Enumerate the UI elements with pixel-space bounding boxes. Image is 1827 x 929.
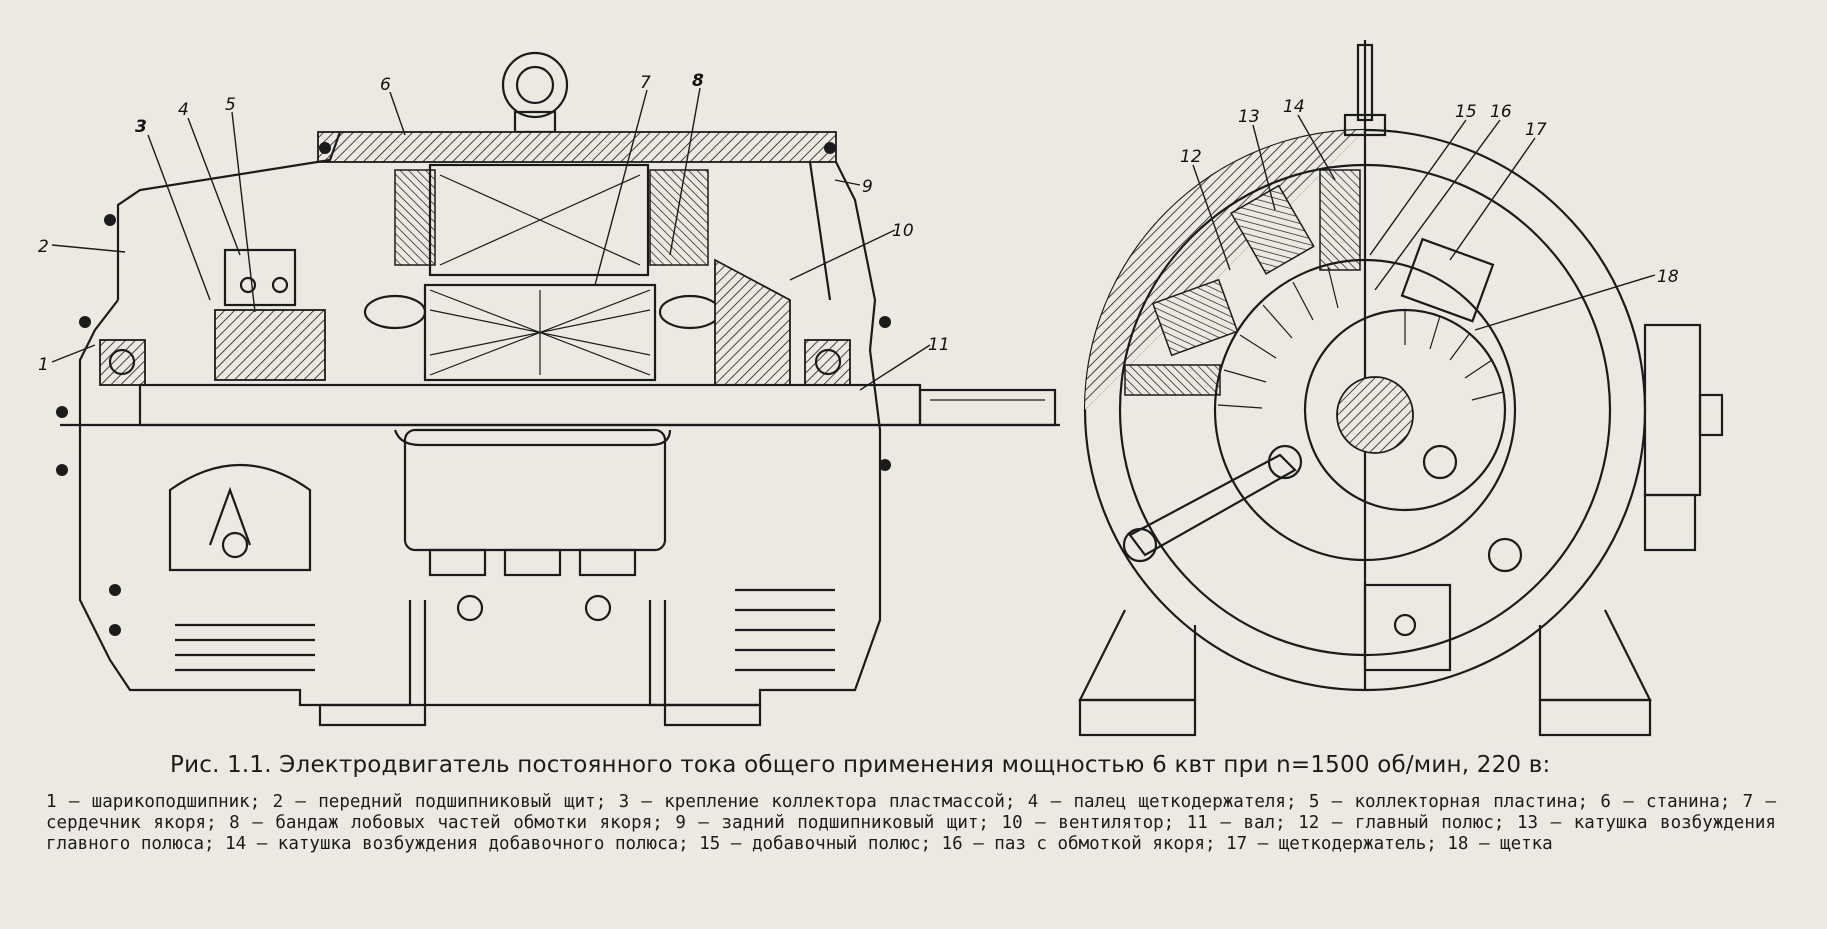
foot-left [318,600,427,727]
callout-14: 14 [1283,97,1305,117]
legend-item: 6 — станина; [1600,792,1731,812]
legend-item: 14 — катушка возбуждения добавочного пол… [225,834,689,854]
legend-item: 1 — шарикоподшипник; [46,792,261,812]
fan [714,258,791,386]
callout-4: 4 [178,100,189,120]
shaft-end [918,388,1057,427]
legend-item: 13 — катушка возбуждения главного полюса… [46,813,1776,854]
callout-3: 3 [135,117,147,137]
lifting-eye-bolt [501,51,569,134]
legend-item: 2 — передний подшипниковый щит; [272,792,607,812]
end-terminal-box [1643,493,1697,552]
callout-7: 7 [640,73,651,93]
additional-pole-coil [1319,169,1361,271]
shaft [138,383,922,427]
brush-holder-pin [223,248,297,307]
shaft-section [1336,376,1414,454]
end-foot-left [1078,609,1197,702]
callout-18: 18 [1657,267,1679,287]
bearing-shield-arm [1128,453,1297,557]
callout-13: 13 [1238,107,1260,127]
callout-17: 17 [1525,120,1547,140]
callout-1: 1 [38,355,49,375]
armature-slots [1217,262,1366,409]
winding-band-right [658,294,722,330]
end-eye-bolt [1356,43,1374,122]
main-pole-coil-b [1151,278,1239,357]
legend-item: 4 — палец щеткодержателя; [1027,792,1297,812]
legend-item: 11 — вал; [1186,813,1286,833]
frame-top-plate [317,131,837,163]
legend-item: 17 — щеткодержатель; [1226,834,1437,854]
winding-band-left [363,294,427,330]
legend-item: 8 — бандаж лобовых частей обмотки якоря; [229,813,663,833]
terminal-box-lid [393,429,672,447]
callout-15: 15 [1455,102,1477,122]
callout-12: 12 [1180,147,1202,167]
callout-5: 5 [225,95,236,115]
callout-16: 16 [1490,102,1512,122]
louvres-right [735,588,835,672]
callout-8: 8 [692,71,704,91]
commutator [214,309,326,381]
legend-item: 3 — крепление коллектора пластмассой; [618,792,1016,812]
end-view [1078,40,1724,737]
main-pole-coil-right [649,169,709,266]
legend-item: 18 — щетка [1447,834,1553,854]
brush-holder [1400,237,1495,323]
end-foot-right [1538,609,1652,702]
front-bearing [99,339,146,386]
motor-technical-drawing: 1 2 3 4 5 6 7 8 9 10 11 12 13 14 15 16 1… [38,40,1724,737]
armature-core [423,163,657,382]
legend-item: 12 — главный полюс; [1298,813,1505,833]
louvres-left [175,623,315,672]
callout-6: 6 [380,75,391,95]
callout-2: 2 [38,237,49,257]
legend-item: 10 — вентилятор; [1001,813,1175,833]
figure-caption: Рис. 1.1. Электродвигатель постоянного т… [0,752,1827,927]
caption-title: Рис. 1.1. Электродвигатель постоянного т… [170,752,1551,778]
caption-legend: 1 — шарикоподшипник; 2 — передний подшип… [46,792,1776,855]
rear-bearing [804,339,851,386]
main-pole-coil-left [394,169,436,266]
legend-item: 16 — паз с обмоткой якоря; [941,834,1216,854]
main-pole-coil-c [1124,364,1221,396]
legend-item: 9 — задний подшипниковый щит; [675,813,989,833]
cable-glands [428,548,637,577]
bolts [56,142,891,636]
inspection-window [168,464,312,572]
motor-body-outline [78,299,882,707]
end-flange [1643,323,1702,497]
terminal-box [403,428,667,552]
callout-9: 9 [862,177,873,197]
callout-labels: 1 2 3 4 5 6 7 8 9 10 11 12 13 14 15 16 1… [38,71,1679,375]
callout-10: 10 [892,221,914,241]
callout-11: 11 [928,335,950,355]
foot-right [648,600,762,727]
armature-outer [1213,258,1517,562]
legend-item: 7 — сердечник якоря; [46,792,1777,833]
leader-lines [51,87,1656,391]
commutator-segments [1404,310,1504,401]
legend-item: 15 — добавочный полюс; [699,834,932,854]
nameplate [1363,583,1452,672]
rear-shield-outline [808,161,877,351]
main-pole-coil-a [1230,184,1315,275]
legend-item: 5 — коллекторная пластина; [1308,792,1589,812]
front-shield-cover [116,131,342,300]
side-view [56,51,1060,727]
